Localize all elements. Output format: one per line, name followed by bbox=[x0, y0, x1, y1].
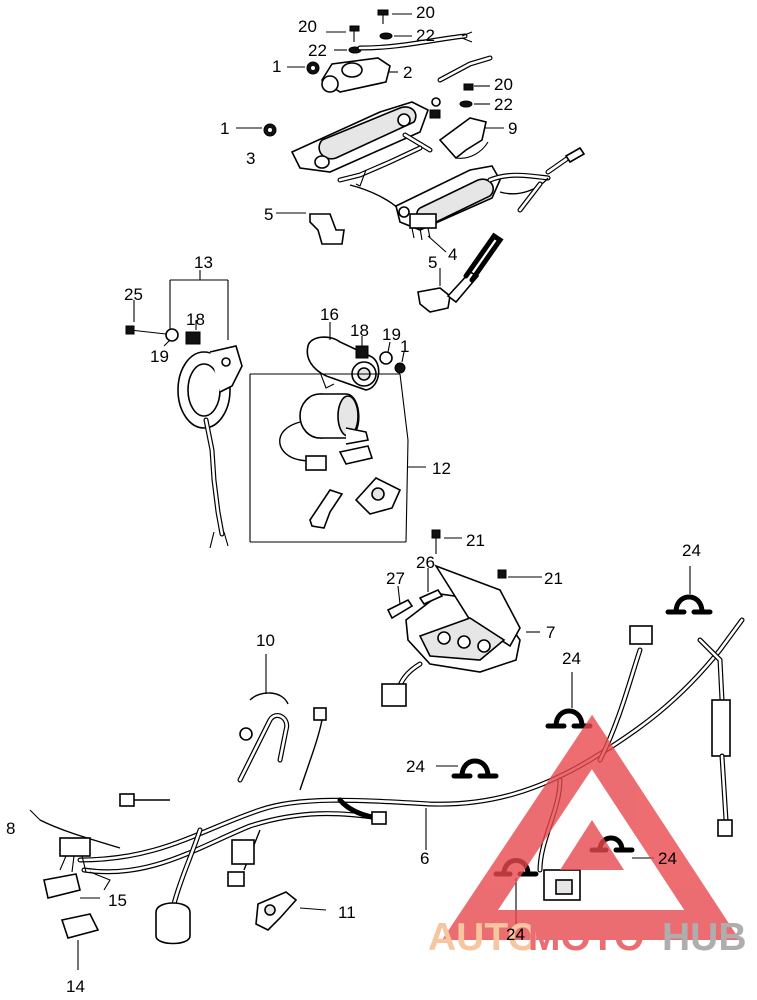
callout-5: 5 bbox=[264, 205, 273, 224]
callout-5: 5 bbox=[428, 253, 437, 272]
callout-11: 11 bbox=[338, 903, 356, 922]
callout-10: 10 bbox=[256, 631, 275, 650]
coil-bracket-2 bbox=[320, 57, 398, 93]
coil-bracket-9 bbox=[438, 117, 504, 160]
callout-20: 20 bbox=[416, 3, 435, 22]
ignition-coil-3 bbox=[290, 101, 429, 173]
callout-20: 20 bbox=[298, 17, 317, 36]
watermark-text-hub: HUB bbox=[662, 916, 747, 959]
callout-24: 24 bbox=[658, 849, 677, 868]
callout-21: 21 bbox=[544, 569, 563, 588]
bolt-20-right bbox=[463, 83, 490, 91]
callout-18: 18 bbox=[350, 321, 369, 340]
callout-20: 20 bbox=[494, 75, 513, 94]
clamp-24-c bbox=[436, 758, 499, 779]
callout-19: 19 bbox=[150, 347, 169, 366]
callout-4: 4 bbox=[448, 245, 457, 264]
callout-24: 24 bbox=[506, 925, 525, 944]
callout-16: 16 bbox=[320, 305, 339, 324]
plug-cap-5-right bbox=[417, 232, 504, 313]
callout-14: 14 bbox=[66, 977, 85, 996]
washer-22-top bbox=[379, 32, 412, 40]
callout-22: 22 bbox=[494, 95, 513, 114]
callout-24: 24 bbox=[562, 649, 581, 668]
watermark-text-moto: MOTO bbox=[528, 916, 644, 959]
watermark-text-auto: AUTO bbox=[428, 916, 538, 959]
callout-1: 1 bbox=[272, 57, 281, 76]
callout-18: 18 bbox=[186, 310, 205, 329]
callout-22: 22 bbox=[308, 41, 327, 60]
callout-1: 1 bbox=[220, 119, 229, 138]
callout-9: 9 bbox=[508, 119, 517, 138]
callout-21: 21 bbox=[466, 531, 485, 550]
horn-assembly-13 bbox=[125, 270, 243, 549]
callout-19: 19 bbox=[382, 325, 401, 344]
callout-1: 1 bbox=[400, 337, 409, 356]
callout-12: 12 bbox=[432, 459, 451, 478]
ignition-coil-4 bbox=[395, 146, 586, 253]
callout-8: 8 bbox=[6, 819, 15, 838]
bolt-20-left bbox=[326, 25, 360, 42]
callout-13: 13 bbox=[194, 253, 213, 272]
callout-6: 6 bbox=[420, 849, 429, 868]
callout-22: 22 bbox=[416, 26, 435, 45]
bolt-20-top bbox=[377, 9, 412, 24]
ignition-coil-assembly bbox=[236, 9, 586, 313]
callout-24: 24 bbox=[682, 541, 701, 560]
clamp-24-b bbox=[545, 672, 593, 729]
nut-1-middle bbox=[236, 123, 277, 137]
clamp-24-a bbox=[665, 566, 713, 615]
callout-26: 26 bbox=[416, 553, 435, 572]
washer-22-left bbox=[334, 46, 362, 54]
callout-15: 15 bbox=[108, 891, 127, 910]
watermark-logo: AUTO MOTO HUB bbox=[428, 714, 747, 959]
callout-2: 2 bbox=[403, 63, 412, 82]
callout-3: 3 bbox=[246, 149, 255, 168]
nut-1-top bbox=[287, 61, 320, 75]
lock-set-12 bbox=[249, 373, 426, 543]
callout-labels: 20 20 22 22 1 2 20 22 1 9 3 5 4 13 5 25 … bbox=[6, 3, 701, 996]
washer-22-right bbox=[459, 100, 490, 108]
callout-25: 25 bbox=[124, 285, 143, 304]
callout-27: 27 bbox=[386, 569, 405, 588]
plug-cap-5-left bbox=[276, 212, 345, 245]
cdi-unit-7 bbox=[381, 529, 542, 707]
callout-7: 7 bbox=[546, 623, 555, 642]
callout-24: 24 bbox=[406, 757, 425, 776]
